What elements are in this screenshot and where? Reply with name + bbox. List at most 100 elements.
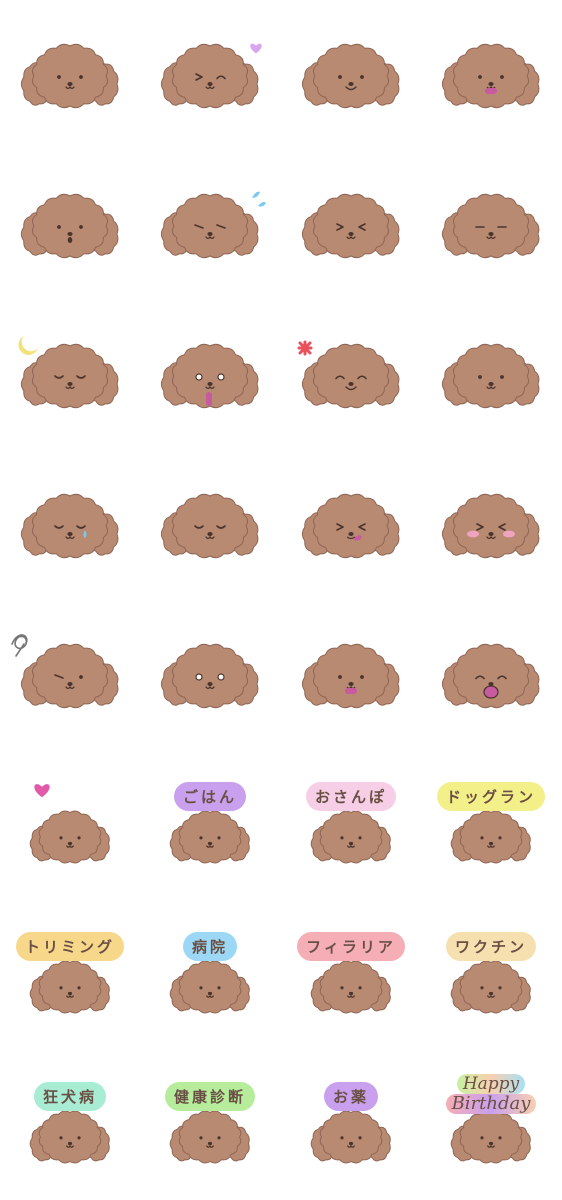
sticker-art	[29, 784, 110, 864]
dog-face	[57, 75, 83, 90]
poodle-head	[301, 493, 400, 559]
dog-face	[59, 836, 81, 848]
sticker-18[interactable]	[140, 600, 280, 750]
poodle-head	[310, 1110, 391, 1164]
dog-face	[480, 836, 502, 848]
dog-face	[478, 75, 504, 94]
sticker-art	[11, 634, 119, 709]
sticker-art	[301, 43, 400, 109]
dog-face	[480, 986, 502, 998]
sticker-4[interactable]	[421, 0, 561, 150]
dog-face	[338, 75, 364, 91]
poodle-head	[301, 43, 400, 109]
dog-face	[467, 523, 515, 540]
dog-face	[59, 986, 81, 998]
sticker-7[interactable]	[281, 150, 421, 300]
sticker-art	[160, 493, 259, 559]
poodle-head	[29, 1110, 110, 1164]
poodle-head	[169, 960, 250, 1014]
sticker-art	[297, 340, 400, 409]
sticker-9[interactable]	[0, 300, 140, 450]
sticker-5[interactable]	[0, 150, 140, 300]
sticker-art	[450, 810, 531, 864]
sticker-27[interactable]: フィラリア	[281, 900, 421, 1050]
poodle-head	[310, 960, 391, 1014]
poodle-head	[441, 343, 540, 409]
sticker-19[interactable]	[281, 600, 421, 750]
heart-icon	[34, 784, 50, 798]
sticker-28[interactable]: ワクチン	[421, 900, 561, 1050]
sticker-art	[169, 810, 250, 864]
sticker-art	[441, 193, 540, 259]
sticker-26[interactable]: 病院	[140, 900, 280, 1050]
sticker-17[interactable]	[0, 600, 140, 750]
sticker-3[interactable]	[281, 0, 421, 150]
sticker-6[interactable]	[140, 150, 280, 300]
sticker-24[interactable]: ドッグラン	[421, 750, 561, 900]
sticker-13[interactable]	[0, 450, 140, 600]
sticker-16[interactable]	[421, 450, 561, 600]
anger-mark-icon	[297, 340, 313, 356]
poodle-head	[169, 810, 250, 864]
sticker-10[interactable]	[140, 300, 280, 450]
sticker-art	[450, 960, 531, 1014]
poodle-head	[160, 193, 259, 259]
sticker-art	[310, 960, 391, 1014]
sticker-21[interactable]	[0, 750, 140, 900]
sticker-art	[20, 43, 119, 109]
sticker-29[interactable]: 狂犬病	[0, 1050, 140, 1200]
sticker-art	[29, 1110, 110, 1164]
sticker-art	[310, 810, 391, 864]
poodle-head	[160, 643, 259, 709]
sticker-art	[441, 643, 540, 709]
poodle-head	[441, 43, 540, 109]
poodle-head	[301, 643, 400, 709]
sticker-art	[20, 493, 119, 559]
sticker-14[interactable]	[140, 450, 280, 600]
poodle-head	[20, 43, 119, 109]
sticker-22[interactable]: ごはん	[140, 750, 280, 900]
dog-face	[475, 675, 507, 699]
dog-face	[478, 375, 504, 390]
sticker-1[interactable]	[0, 0, 140, 150]
sticker-31[interactable]: お薬	[281, 1050, 421, 1200]
dog-face	[338, 675, 364, 694]
sticker-12[interactable]	[421, 300, 561, 450]
poodle-head	[441, 643, 540, 709]
poodle-head	[441, 493, 540, 559]
poodle-head	[160, 493, 259, 559]
sticker-2[interactable]	[140, 0, 280, 150]
sticker-art	[29, 960, 110, 1014]
sticker-art	[441, 43, 540, 109]
poodle-head	[450, 960, 531, 1014]
sticker-art	[301, 193, 400, 259]
dog-face	[199, 986, 221, 998]
sticker-art	[301, 493, 400, 559]
dog-face	[195, 373, 225, 390]
poodle-head	[20, 343, 119, 409]
sticker-25[interactable]: トリミング	[0, 900, 140, 1050]
sticker-art	[160, 643, 259, 709]
dog-face	[199, 1136, 221, 1148]
sweat-drop-icon	[252, 191, 266, 207]
dog-face	[54, 674, 83, 690]
sticker-art	[160, 343, 259, 409]
sticker-15[interactable]	[281, 450, 421, 600]
heart-small-icon	[250, 43, 262, 54]
poodle-head	[450, 810, 531, 864]
sticker-23[interactable]: おさんぽ	[281, 750, 421, 900]
sticker-8[interactable]	[421, 150, 561, 300]
dog-face	[57, 225, 83, 243]
poodle-head	[441, 193, 540, 259]
dog-face	[59, 1136, 81, 1148]
dog-face	[336, 223, 366, 240]
sticker-30[interactable]: 健康診断	[140, 1050, 280, 1200]
sticker-11[interactable]	[281, 300, 421, 450]
poodle-head	[29, 810, 110, 864]
poodle-head	[160, 343, 259, 409]
sticker-art	[169, 1110, 250, 1164]
dog-face	[195, 73, 226, 90]
sticker-20[interactable]	[421, 600, 561, 750]
poodle-head	[310, 810, 391, 864]
